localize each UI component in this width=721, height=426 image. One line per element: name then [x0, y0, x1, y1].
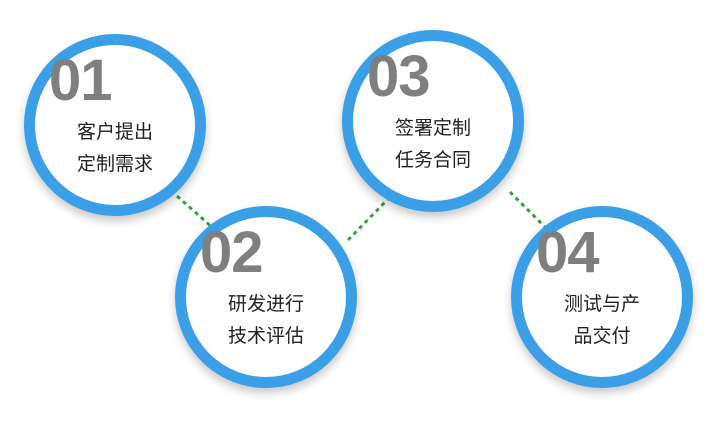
connector-02-03: [346, 193, 394, 242]
step-circle-04: 04 测试与产 品交付: [511, 206, 693, 388]
step-label-line1: 研发进行: [227, 293, 304, 315]
step-circle-01: 01 客户提出 定制需求: [24, 34, 206, 216]
step-circle-03: 03 签署定制 任务合同: [342, 30, 524, 212]
step-label-line1: 签署定制: [394, 117, 471, 139]
step-number: 02: [200, 220, 264, 285]
step-label-line2: 任务合同: [394, 149, 471, 171]
step-circle-02: 02 研发进行 技术评估: [175, 206, 357, 388]
step-label-line2: 品交付: [573, 325, 631, 347]
step-label-line2: 技术评估: [227, 325, 304, 347]
step-label-line1: 客户提出: [76, 121, 153, 143]
step-number: 01: [49, 48, 113, 113]
step-number: 03: [367, 44, 431, 109]
step-number: 04: [536, 220, 600, 285]
step-label-line1: 测试与产: [563, 293, 640, 315]
step-label-line2: 定制需求: [76, 153, 153, 175]
